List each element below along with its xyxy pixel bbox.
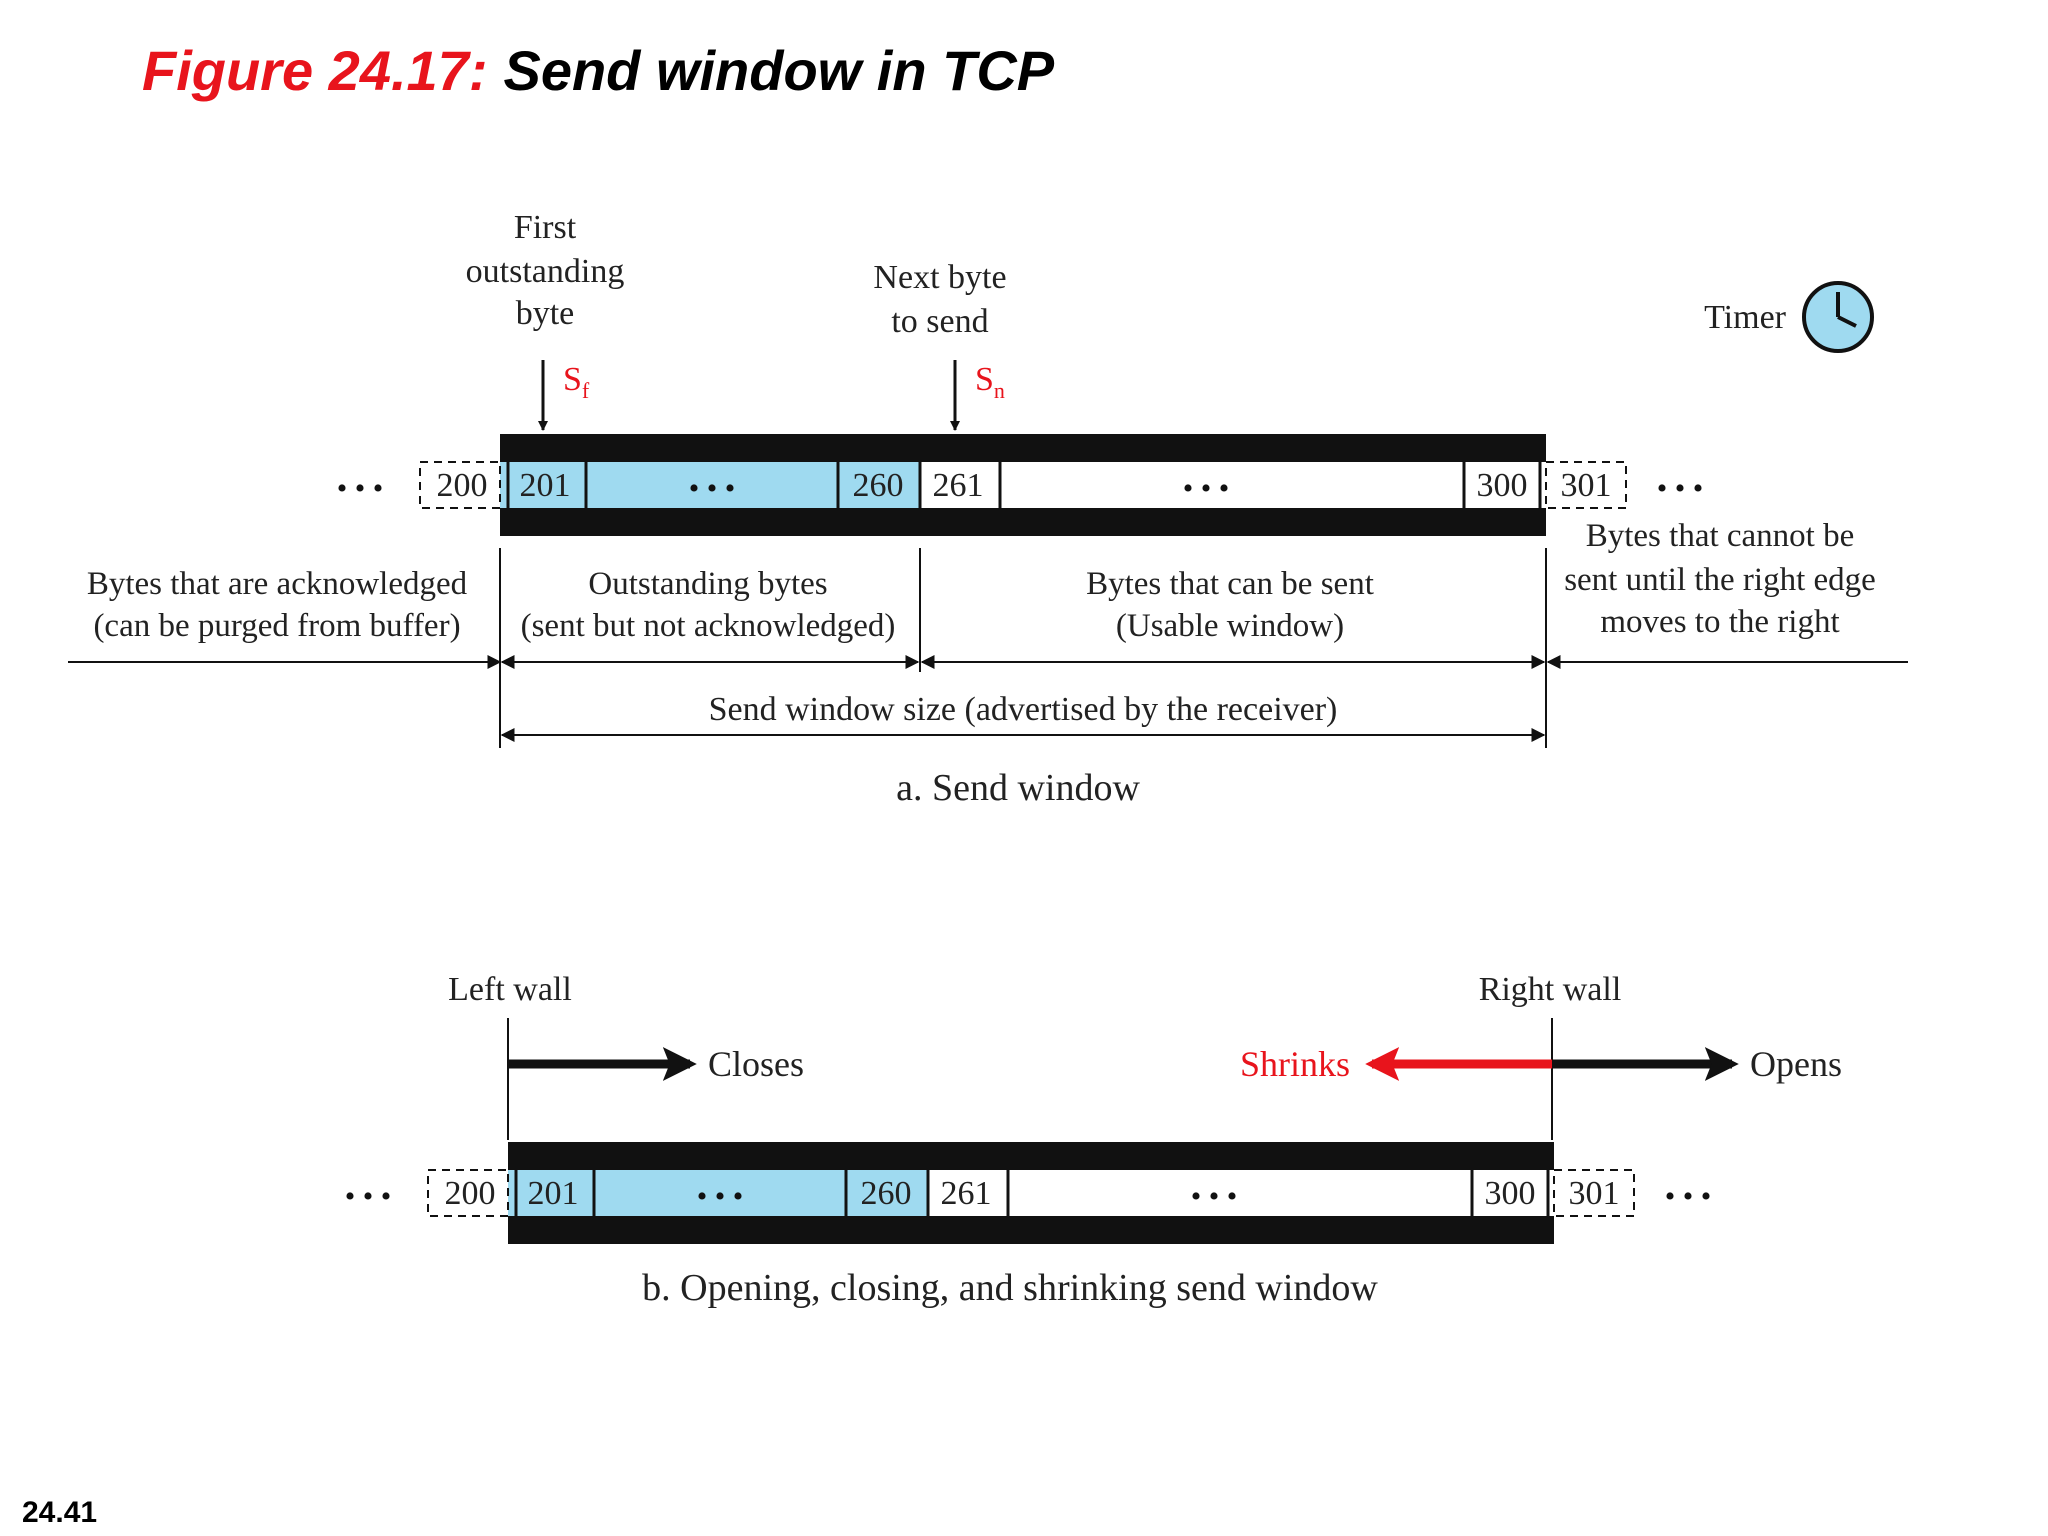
left-wall-label: Left wall	[448, 971, 572, 1008]
part-b-window-changes: Left wall Right wall Closes Shrinks Open…	[345, 971, 1842, 1309]
cell-301: 301	[1561, 467, 1612, 504]
cannot-label-line-2: sent until the right edge	[1564, 562, 1876, 598]
usable-region	[928, 1170, 1554, 1216]
timer-clock-icon	[1802, 281, 1874, 353]
sn-label-line-2: to send	[891, 303, 988, 340]
cannot-label-line-1: Bytes that cannot be	[1586, 518, 1855, 554]
outstanding-label-line-2: (sent but not acknowledged)	[521, 608, 896, 644]
sf-symbol: Sf	[563, 361, 590, 403]
acked-label-line-1: Bytes that are acknowledged	[87, 566, 468, 602]
figure-title: Send window in TCP	[503, 39, 1055, 102]
window-bar-bottom	[500, 508, 1546, 536]
ellipsis-right: • • •	[1665, 1180, 1712, 1213]
cannot-label-line-3: moves to the right	[1600, 604, 1839, 640]
cell-201: 201	[520, 467, 571, 504]
cell-261: 261	[933, 467, 984, 504]
ellipsis-usable: • • •	[1183, 472, 1230, 505]
ellipsis-outstanding: • • •	[689, 472, 736, 505]
cell-260: 260	[853, 467, 904, 504]
cell-201: 201	[528, 1175, 579, 1212]
cell-200-box	[419, 461, 501, 509]
cell-300: 300	[1485, 1175, 1536, 1212]
page-number: 24.41	[22, 1496, 98, 1529]
sf-label-line-1: First	[514, 209, 577, 246]
acked-label-line-2: (can be purged from buffer)	[93, 608, 460, 644]
window-bar-top	[500, 434, 1546, 462]
cell-200: 200	[437, 467, 488, 504]
sf-label-line-2: outstanding	[466, 253, 625, 290]
sf-label-line-3: byte	[516, 295, 575, 332]
usable-label-line-1: Bytes that can be sent	[1086, 566, 1374, 602]
caption-a: a. Send window	[896, 767, 1140, 809]
caption-b: b. Opening, closing, and shrinking send …	[642, 1267, 1378, 1309]
outstanding-region	[508, 1170, 928, 1216]
figure-label: Figure 24.17:	[142, 39, 488, 102]
cell-300: 300	[1477, 467, 1528, 504]
sn-subscript: n	[994, 378, 1005, 403]
window-bar-bottom	[508, 1216, 1554, 1244]
shrinks-label: Shrinks	[1240, 1044, 1350, 1084]
usable-label-line-2: (Usable window)	[1116, 608, 1344, 644]
timer-label: Timer	[1704, 299, 1787, 336]
ellipsis-left: • • •	[345, 1180, 392, 1213]
slide-title: Figure 24.17:Send window in TCP	[142, 38, 1054, 103]
sf-subscript: f	[582, 378, 590, 403]
sn-symbol: Sn	[975, 361, 1005, 403]
ellipsis-outstanding: • • •	[697, 1180, 744, 1213]
window-size-label: Send window size (advertised by the rece…	[709, 691, 1338, 728]
usable-region	[920, 462, 1546, 508]
opens-label: Opens	[1750, 1044, 1842, 1084]
cell-261: 261	[941, 1175, 992, 1212]
outstanding-region	[500, 462, 920, 508]
cell-301-box	[1553, 1169, 1635, 1217]
sn-label-line-1: Next byte	[873, 259, 1006, 296]
cell-260: 260	[861, 1175, 912, 1212]
outstanding-label-line-1: Outstanding bytes	[588, 566, 827, 602]
ellipsis-left: • • •	[337, 472, 384, 505]
cell-200-box	[427, 1169, 509, 1217]
cell-200: 200	[445, 1175, 496, 1212]
ellipsis-usable: • • •	[1191, 1180, 1238, 1213]
right-wall-label: Right wall	[1479, 971, 1622, 1008]
cell-301: 301	[1569, 1175, 1620, 1212]
window-bar-top	[508, 1142, 1554, 1170]
ellipsis-right: • • •	[1657, 472, 1704, 505]
part-a-send-window: First outstanding byte Sf Next byte to s…	[68, 209, 1908, 809]
cell-301-box	[1545, 461, 1627, 509]
closes-label: Closes	[708, 1044, 804, 1084]
